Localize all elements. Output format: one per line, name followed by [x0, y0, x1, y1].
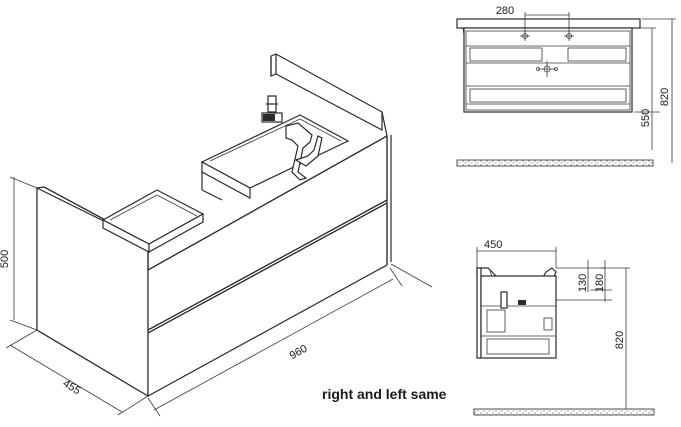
iso-depth-label: 455	[61, 378, 83, 398]
note-text: right and left same	[322, 386, 447, 402]
crosshair-icon	[520, 31, 574, 77]
front-top-dim: 280	[496, 5, 514, 17]
side-total-dim: 820	[614, 331, 626, 349]
side-view: 450 130 180 820	[473, 239, 655, 416]
iso-width-label: 960	[288, 343, 310, 362]
front-cabinet-dim: 550	[640, 109, 652, 127]
front-total-dim: 820	[659, 88, 671, 106]
side-dim-b: 180	[594, 274, 606, 292]
front-view: 280 550 820	[456, 5, 676, 167]
side-width-dim: 450	[484, 239, 502, 251]
siphon-icon	[261, 95, 323, 181]
iso-height-label: 500	[0, 250, 11, 268]
isometric-view: 500 455 960	[0, 53, 433, 417]
side-dim-a: 130	[577, 274, 589, 292]
